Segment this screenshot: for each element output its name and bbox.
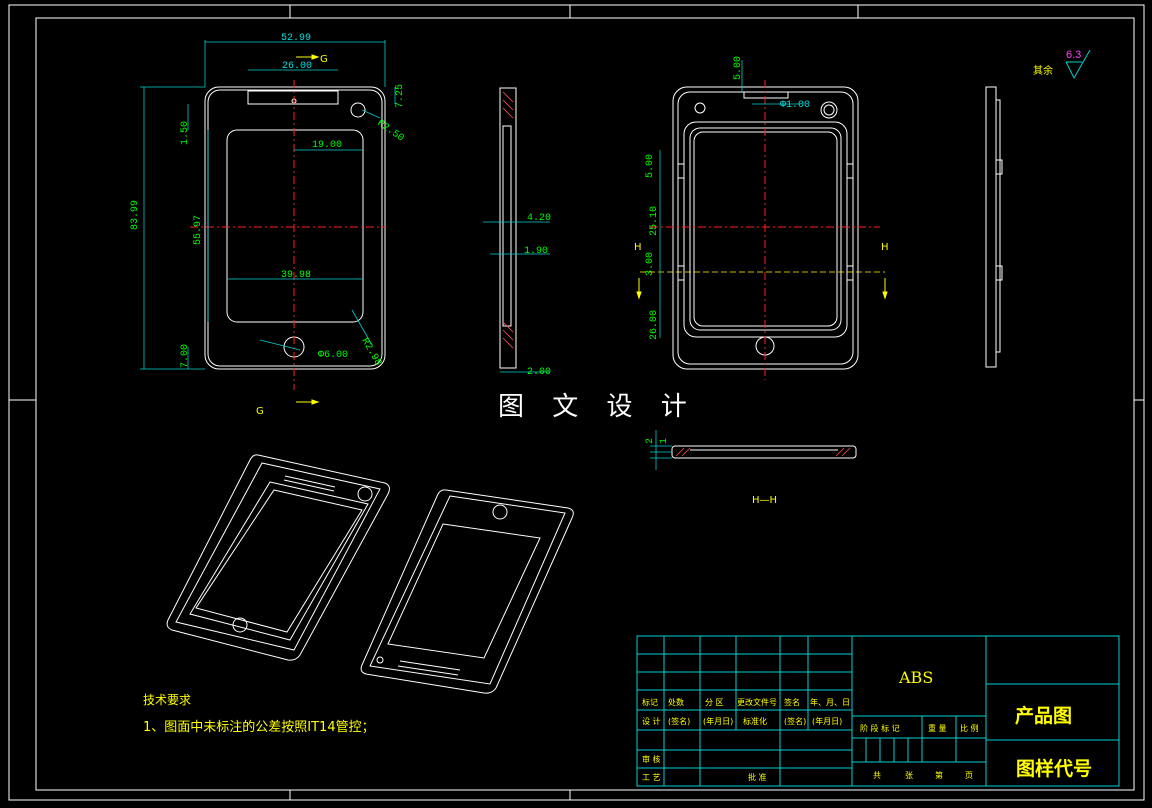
section-label-g-bottom: G — [256, 406, 264, 417]
dim-top-offset: 1.50 — [180, 121, 191, 145]
tb-approve: 批 准 — [748, 772, 767, 782]
tb-process: 工 艺 — [642, 773, 661, 782]
tb-design-4: (签名) — [784, 716, 806, 726]
tb-stage-2: 比 例 — [960, 723, 979, 733]
tb-sheet-3: 页 — [965, 771, 973, 780]
dim-thick-c: 2.00 — [527, 367, 551, 378]
dim-thick-b: 1.90 — [524, 246, 548, 257]
watermark-text: 图 文 设 计 — [498, 392, 697, 422]
dim-corner-radius-bottom: R2.98 — [359, 337, 384, 368]
tb-sheet-0: 共 — [873, 771, 881, 780]
tb-sheet-1: 张 — [905, 771, 913, 780]
tech-requirement-item: 1、图面中未标注的公差按照IT14管控； — [143, 719, 375, 735]
dim-width-overall: 52.99 — [281, 33, 311, 44]
section-title: H—H — [752, 495, 777, 506]
sheet-frame — [8, 4, 1145, 801]
dim-height-overall: 83.99 — [130, 200, 141, 230]
back-view: 5.00 Φ1.00 5.00 25.10 3.00 26.00 H H — [634, 56, 889, 380]
tech-requirements-title: 技术要求 — [143, 693, 191, 707]
tb-product-name: 产品图 — [1015, 704, 1072, 727]
dim-back-seg-c: 3.00 — [645, 252, 656, 276]
dim-center-to-side: 19.00 — [312, 140, 342, 151]
tb-design-2: (年月日) — [703, 716, 733, 726]
dim-corner-radius-top: R2.50 — [375, 118, 406, 144]
roughness-label: 其余 — [1033, 64, 1053, 77]
dim-thick-a: 4.20 — [527, 213, 551, 224]
tb-header-5: 年、月、日 — [810, 697, 850, 707]
right-profile-view — [985, 86, 1003, 368]
dim-back-top-hole: Φ1.00 — [780, 100, 810, 111]
title-block: ABS 产品图 图样代号 标记 处数 分 区 更改文件号 签名 年、月、日 设 … — [636, 635, 1120, 787]
section-label-g-top: G — [320, 54, 328, 65]
tb-material: ABS — [898, 668, 933, 687]
dim-hole-dia: Φ6.00 — [318, 350, 348, 361]
dim-back-seg-d: 26.00 — [649, 310, 660, 340]
tb-header-2: 分 区 — [705, 698, 724, 707]
section-dim-a: 2 — [645, 438, 656, 444]
tb-review: 审 核 — [642, 754, 661, 764]
tb-design-3: 标准化 — [743, 716, 767, 726]
dim-inner-height: 55.97 — [193, 215, 204, 245]
tb-design-1: (签名) — [668, 716, 690, 726]
tech-requirements: 技术要求 1、图面中未标注的公差按照IT14管控； — [143, 693, 375, 735]
side-view: 4.20 1.90 2.00 — [483, 87, 551, 378]
tb-drawing-code: 图样代号 — [1016, 757, 1092, 780]
tb-header-4: 签名 — [784, 697, 800, 707]
section-label-h-right: H — [881, 242, 889, 253]
section-label-h-left: H — [634, 242, 642, 253]
section-hh-view: 2 1 H—H — [645, 430, 857, 506]
tb-header-3: 更改文件号 — [737, 697, 777, 707]
tb-header-0: 标记 — [642, 697, 658, 707]
dim-top-edge: 7.25 — [395, 84, 406, 108]
tb-sheet-2: 第 — [935, 770, 943, 780]
dim-back-top: 5.00 — [733, 56, 744, 80]
tb-design-0: 设 计 — [642, 716, 661, 726]
section-dim-b: 1 — [659, 438, 670, 444]
dim-slot-width: 26.00 — [282, 61, 312, 72]
tb-stage-0: 阶 段 标 记 — [860, 723, 900, 733]
dim-bottom-offset: 7.00 — [180, 344, 191, 368]
dim-back-seg-a: 5.00 — [645, 154, 656, 178]
roughness-symbol: 其余 6.3 — [1033, 49, 1091, 80]
dim-inner-width: 39.98 — [281, 270, 311, 281]
isometric-view-front — [360, 489, 574, 694]
isometric-view-back — [166, 454, 390, 661]
tb-stage-1: 重 量 — [928, 723, 947, 733]
tb-header-1: 处数 — [668, 697, 684, 707]
dim-back-seg-b: 25.10 — [649, 206, 660, 236]
roughness-value: 6.3 — [1066, 49, 1081, 61]
tb-design-5: (年月日) — [812, 716, 842, 726]
front-view: 52.99 26.00 83.99 1.50 55.97 7.00 19.00 … — [130, 33, 406, 417]
